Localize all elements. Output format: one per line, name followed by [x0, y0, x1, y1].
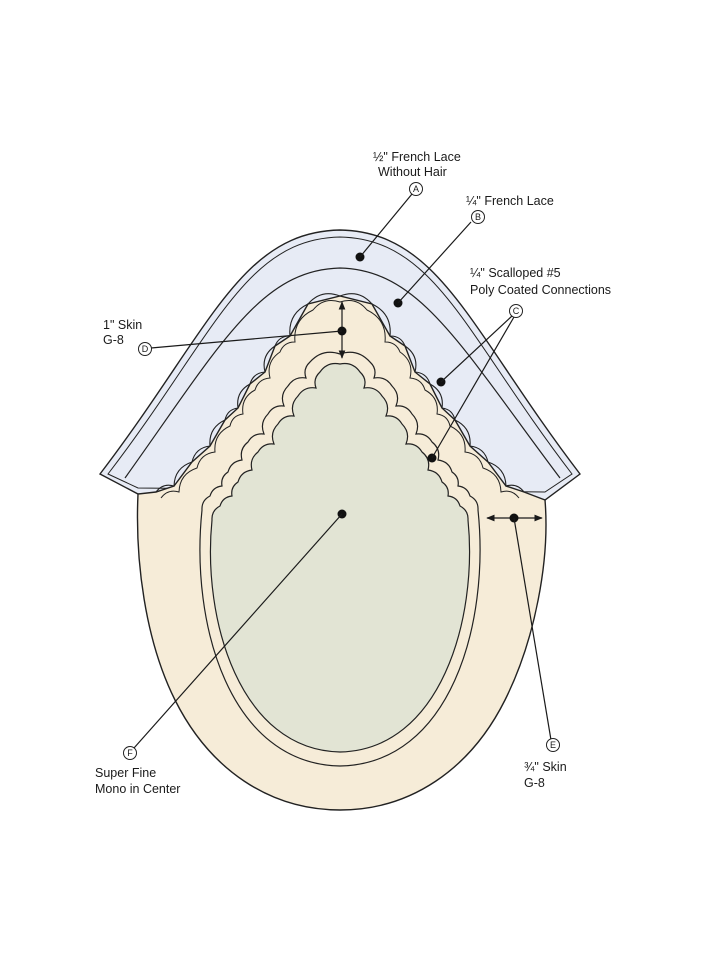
label-d-line2: G-8 [103, 333, 124, 347]
label-e-line2: G-8 [524, 776, 545, 790]
marker-f: F [123, 746, 137, 760]
marker-f-letter: F [127, 748, 133, 758]
leader-e [513, 517, 552, 741]
label-f-line1: Super Fine [95, 766, 156, 780]
mono-center-region [209, 362, 471, 753]
label-a-line1: ½" French Lace [373, 150, 461, 164]
label-c-line1: ¼" Scalloped #5 [470, 266, 561, 280]
marker-a: A [409, 182, 423, 196]
label-d-line1: 1" Skin [103, 318, 142, 332]
leader-f [133, 513, 343, 749]
label-c-line2: Poly Coated Connections [470, 283, 611, 297]
marker-d: D [138, 342, 152, 356]
lace-inner-contour [107, 236, 573, 493]
leader-d [150, 330, 343, 349]
marker-b: B [471, 210, 485, 224]
french-lace-boundary [124, 267, 561, 479]
label-e-line1: ¾" Skin [524, 760, 567, 774]
mono-outer-contour [199, 351, 481, 767]
leader-c2 [431, 316, 515, 459]
marker-d-letter: D [142, 344, 149, 354]
label-a-line2: Without Hair [378, 165, 447, 179]
label-f-line2: Mono in Center [95, 782, 180, 796]
marker-c-letter: C [513, 306, 520, 316]
marker-a-letter: A [413, 184, 419, 194]
marker-b-letter: B [475, 212, 481, 222]
marker-e: E [546, 738, 560, 752]
marker-e-letter: E [550, 740, 556, 750]
scalloped-connection-outer [155, 293, 525, 493]
marker-c: C [509, 304, 523, 318]
label-b-line1: ¼" French Lace [466, 194, 554, 208]
leader-a [359, 193, 413, 258]
leader-c1 [440, 315, 513, 383]
leader-b [397, 221, 472, 304]
